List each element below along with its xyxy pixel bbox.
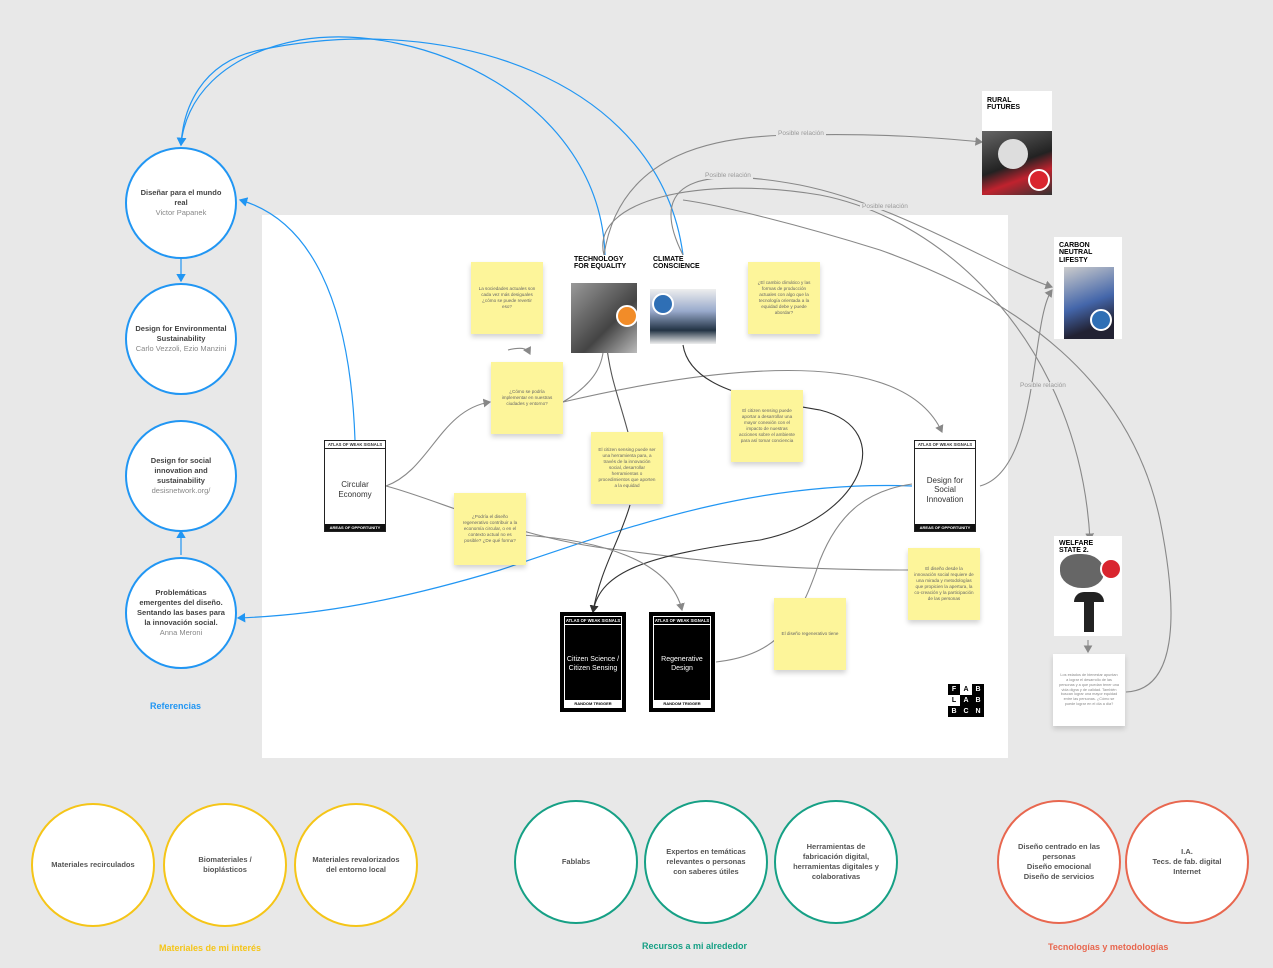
logo-letter: B (972, 695, 984, 706)
logo-letter: C (960, 706, 972, 717)
sticky-note[interactable]: ¿Cómo se podría implementar en nuestras … (491, 362, 563, 434)
reference-author: Carlo Vezzoli, Ezio Manzini (135, 344, 227, 354)
poster-title: CARBON NEUTRAL LIFESTY (1059, 242, 1093, 264)
badge-icon (1100, 558, 1122, 580)
poster-title: CLIMATE CONSCIENCE (653, 256, 700, 271)
resource-circle[interactable]: Fablabs (514, 800, 638, 924)
poster-title: RURAL FUTURES (987, 97, 1021, 112)
logo-letter: N (972, 706, 984, 717)
card-citizen-science[interactable]: ATLAS OF WEAK SIGNALS Citizen Science / … (560, 612, 626, 712)
poster-title: WELFARE STATE 2. (1059, 540, 1094, 555)
logo-letter: B (972, 684, 984, 695)
logo-letter: A (960, 695, 972, 706)
logo-letter: L (948, 695, 960, 706)
card-circular-economy[interactable]: ATLAS OF WEAK SIGNALS Circular Economy A… (324, 440, 386, 532)
material-circle[interactable]: Materiales recirculados (31, 803, 155, 927)
card-footer: AREAS OF OPPORTUNITY (325, 524, 385, 531)
edge-label-possible-relation: Posible relación (1018, 382, 1068, 389)
card-footer: RANDOM TRIGGER (565, 700, 621, 707)
technology-circle[interactable]: I.A. Tecs. de fab. digital Internet (1125, 800, 1249, 924)
welfare-note[interactable]: Los estados de bienestar apuntan a logra… (1053, 654, 1125, 726)
poster-title: TECHNOLOGY FOR EQUALITY (574, 256, 627, 271)
sticky-note[interactable]: El diseño desde la innovación social req… (908, 548, 980, 620)
card-frame: ATLAS OF WEAK SIGNALS Citizen Science / … (564, 616, 622, 708)
reference-papanek[interactable]: Diseñar para el mundo real Victor Papane… (125, 147, 237, 259)
card-header: ATLAS OF WEAK SIGNALS (325, 441, 385, 449)
reference-vezzoli-manzini[interactable]: Design for Environmental Sustainability … (125, 283, 237, 395)
technology-circle[interactable]: Diseño centrado en las personas Diseño e… (997, 800, 1121, 924)
reference-meroni[interactable]: Problemáticas emergentes del diseño. Sen… (125, 557, 237, 669)
reference-author: Victor Papanek (155, 208, 207, 218)
material-circle[interactable]: Biomateriales / bioplásticos (163, 803, 287, 927)
sticky-note[interactable]: El citizen sensing puede aportar a desar… (731, 390, 803, 462)
reference-author: desisnetwork.org/ (151, 486, 211, 496)
edge-label-possible-relation: Posible relación (860, 203, 910, 210)
card-regenerative-design[interactable]: ATLAS OF WEAK SIGNALS Regenerative Desig… (649, 612, 715, 712)
fablab-logo: F A B L A B B C N (948, 684, 984, 717)
resources-label: Recursos a mi alrededor (642, 941, 748, 951)
moon-icon (998, 139, 1028, 169)
umbrella-icon (1074, 592, 1104, 602)
poster-rural-futures[interactable]: RURAL FUTURES (982, 91, 1052, 195)
logo-letter: F (948, 684, 960, 695)
poster-carbon-neutral-lifestyle[interactable]: CARBON NEUTRAL LIFESTY (1054, 237, 1122, 339)
resource-circle[interactable]: Expertos en temáticas relevantes o perso… (644, 800, 768, 924)
poster-technology-for-equality[interactable]: TECHNOLOGY FOR EQUALITY (569, 253, 639, 353)
logo-letter: A (960, 684, 972, 695)
reference-title: Design for Environmental Sustainability (135, 323, 227, 343)
sticky-note[interactable]: El citizen sensing puede ser una herrami… (591, 432, 663, 504)
card-header: ATLAS OF WEAK SIGNALS (915, 441, 975, 449)
reference-author: Anna Meroni (159, 628, 203, 638)
edge-label-possible-relation: Posible relación (776, 130, 826, 137)
sticky-note[interactable]: El diseño regenerativo tiene (774, 598, 846, 670)
reference-desis[interactable]: Design for social innovation and sustain… (125, 420, 237, 532)
logo-letter: B (948, 706, 960, 717)
card-header: ATLAS OF WEAK SIGNALS (565, 618, 621, 625)
badge-icon (616, 305, 638, 327)
card-footer: RANDOM TRIGGER (654, 700, 710, 707)
poster-image (1060, 554, 1104, 588)
card-title: Design for Social Innovation (926, 475, 964, 504)
sticky-note[interactable]: ¿Podría el diseño regenerativo contribui… (454, 493, 526, 565)
sticky-note[interactable]: La sociedades actuales son cada vez más … (471, 262, 543, 334)
material-circle[interactable]: Materiales revalorizados del entorno loc… (294, 803, 418, 927)
card-title: Circular Economy (338, 480, 372, 499)
sticky-note[interactable]: ¿El cambio climático y las formas de pro… (748, 262, 820, 334)
badge-icon (652, 293, 674, 315)
reference-title: Diseñar para el mundo real (140, 187, 222, 207)
card-frame: ATLAS OF WEAK SIGNALS Regenerative Desig… (653, 616, 711, 708)
references-label: Referencias (150, 701, 202, 711)
edge-label-possible-relation: Posible relación (703, 172, 753, 179)
card-title: Citizen Science / Citizen Sensing (566, 655, 620, 672)
figure-icon (1084, 602, 1094, 632)
materials-label: Materiales de mi interés (159, 943, 262, 953)
poster-climate-conscience[interactable]: CLIMATE CONSCIENCE (648, 253, 718, 348)
card-footer: AREAS OF OPPORTUNITY (915, 524, 975, 531)
card-header: ATLAS OF WEAK SIGNALS (654, 618, 710, 625)
technologies-label: Tecnologías y metodologías (1048, 942, 1169, 952)
card-title: Regenerative Design (661, 655, 703, 672)
badge-icon (1090, 309, 1112, 331)
resource-circle[interactable]: Herramientas de fabricación digital, her… (774, 800, 898, 924)
reference-title: Design for social innovation and sustain… (150, 455, 212, 485)
reference-title: Problemáticas emergentes del diseño. Sen… (137, 587, 225, 628)
poster-welfare-state[interactable]: WELFARE STATE 2. (1054, 536, 1122, 636)
card-design-for-social-innovation[interactable]: ATLAS OF WEAK SIGNALS Design for Social … (914, 440, 976, 532)
badge-icon (1028, 169, 1050, 191)
